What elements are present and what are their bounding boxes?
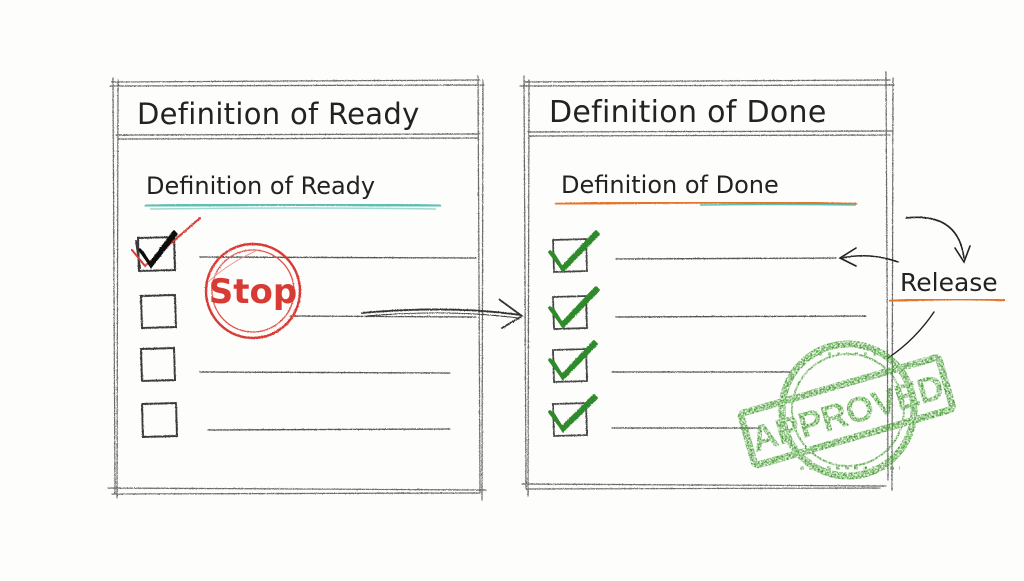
ready-subtitle: Definition of Ready [146,172,375,200]
stop-stamp: Stop [204,242,302,340]
done-checklist-item [548,286,867,330]
checklist-line [199,256,477,259]
checkbox [552,402,588,437]
stop-stamp-text: Stop [209,272,297,312]
approved-stamp: APPROVED [737,340,956,480]
done-header-title: Definition of Done [549,95,827,130]
ready-checklist-item [139,346,451,383]
checkbox [552,295,588,330]
checkbox-unchecked [140,401,179,439]
done-checklist-item [548,230,837,273]
ready-checklist [131,217,477,439]
ready-checklist-item [131,217,477,273]
green-check-icon [548,340,598,381]
done-subtitle-underline [554,201,858,206]
done-checklist [548,230,867,437]
release-loop-arrow [905,216,965,259]
checklist-line [615,315,867,318]
release-annotation: Release [838,216,1006,359]
green-check-icon [548,230,600,273]
checkbox-unchecked [139,293,178,330]
checkbox-unchecked [135,235,177,273]
checkbox [552,238,588,273]
release-label: Release [900,268,998,297]
ready-checklist-item [139,293,477,330]
checkbox [552,348,588,383]
checkbox-unchecked [139,346,177,383]
ready-header-title: Definition of Ready [137,97,420,131]
green-check-icon [548,394,598,433]
done-subtitle: Definition of Done [561,171,779,199]
checklist-line [199,371,451,374]
checklist-line [289,315,477,318]
done-checklist-item [548,394,761,437]
red-check-icon [131,217,201,268]
done-checklist-item [548,340,791,383]
checklist-line [615,257,837,260]
green-check-icon [548,286,600,329]
definition-of-done-panel [519,71,895,497]
release-return-arrow [841,254,899,263]
transition-arrow [361,299,524,329]
checklist-line [207,428,451,431]
ready-checklist-item [140,401,451,439]
release-underline [888,298,1006,303]
check-icon [138,230,178,269]
ready-subtitle-underline [144,203,442,208]
definition-of-ready-panel [107,75,487,501]
